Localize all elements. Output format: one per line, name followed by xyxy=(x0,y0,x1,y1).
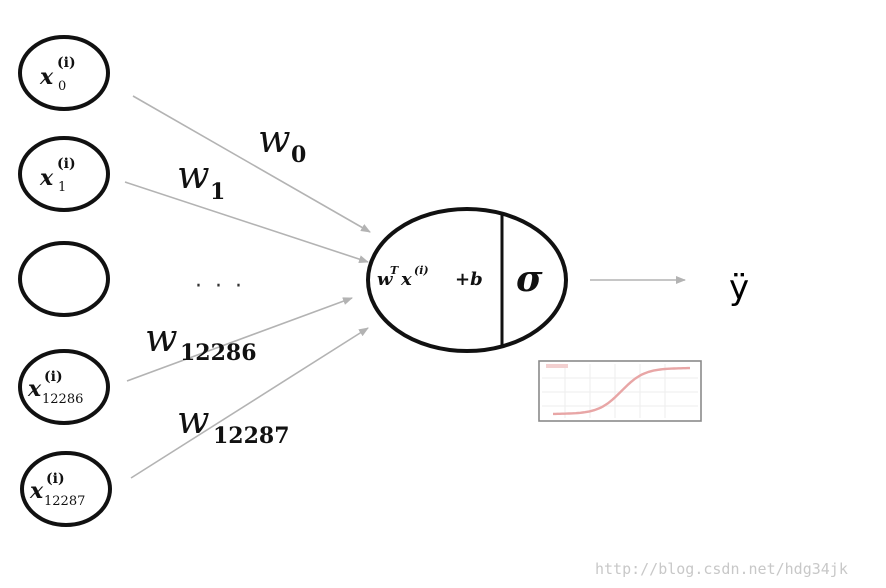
weight-label-w1: w 1 xyxy=(177,153,225,205)
edge-x0-to-neuron xyxy=(132,95,371,233)
input-x12286-superscript: (i) xyxy=(44,369,63,385)
weight-w1-symbol: w xyxy=(177,153,210,197)
linear-plus-b: +b xyxy=(455,269,483,290)
weight-w12287-subscript: 12287 xyxy=(213,423,290,449)
linear-x: x xyxy=(400,269,412,290)
activation-sigma: σ xyxy=(516,258,543,300)
output-label: ÿ xyxy=(729,268,749,308)
weight-w1-subscript: 1 xyxy=(210,179,225,205)
edge-x12286-to-neuron xyxy=(126,297,353,382)
weight-w0-symbol: w xyxy=(258,117,291,161)
neuron-node: w T x (i) +b σ xyxy=(366,207,568,353)
input-x0-superscript: (i) xyxy=(57,55,76,71)
linear-transpose: T xyxy=(390,264,399,277)
input-node-blank xyxy=(18,241,110,317)
input-node-x0: x (i) 0 xyxy=(18,35,110,111)
input-x12287-symbol: x xyxy=(29,478,44,504)
ellipsis: · · · xyxy=(195,274,245,299)
input-x0-symbol: x xyxy=(39,64,54,90)
input-x12286-subscript: 12286 xyxy=(42,392,83,407)
input-x1-subscript: 1 xyxy=(58,180,66,195)
neuron-linear-expression: w T x (i) +b xyxy=(377,264,483,290)
input-node-x1: x (i) 1 xyxy=(18,136,110,212)
weight-w12286-subscript: 12286 xyxy=(180,340,257,366)
edge-x12287-to-neuron xyxy=(130,327,369,479)
linear-sup: (i) xyxy=(414,264,429,277)
linear-w: w xyxy=(377,269,394,290)
sigmoid-curve xyxy=(553,366,690,416)
input-x12287-subscript: 12287 xyxy=(44,494,85,509)
input-x12286-symbol: x xyxy=(27,376,42,402)
weight-label-w12286: w 12286 xyxy=(145,316,257,366)
input-node-x12287: x (i) 12287 xyxy=(20,451,112,527)
weight-label-w12287: w 12287 xyxy=(177,398,290,449)
weight-w0-subscript: 0 xyxy=(291,142,306,168)
watermark: http://blog.csdn.net/hdg34jk xyxy=(595,560,848,578)
input-x1-symbol: x xyxy=(39,165,54,191)
input-node-x12286: x (i) 12286 xyxy=(18,349,110,425)
edge-x1-to-neuron xyxy=(124,181,369,263)
weight-label-w0: w 0 xyxy=(258,117,306,168)
input-x0-subscript: 0 xyxy=(58,79,66,94)
weight-w12287-symbol: w xyxy=(177,398,210,442)
sigmoid-thumbnail xyxy=(538,360,702,422)
input-x12287-superscript: (i) xyxy=(46,471,65,487)
input-x1-superscript: (i) xyxy=(57,156,76,172)
weight-w12286-symbol: w xyxy=(145,316,178,360)
